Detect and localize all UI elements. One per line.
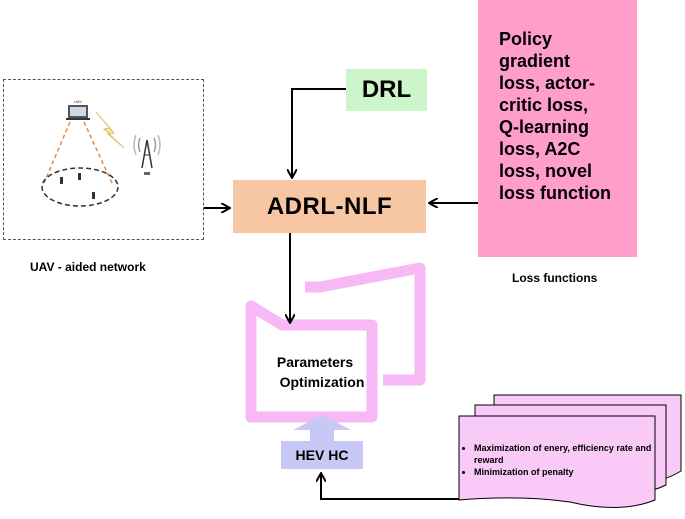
- loss-functions-label: Loss functions: [512, 271, 598, 285]
- parameters-optimization-label: Parameters Optimization: [255, 352, 375, 392]
- objectives-list: Maximization of enery, efficiency rate a…: [462, 442, 656, 478]
- coverage-ellipse: [41, 167, 119, 207]
- user-icon: [92, 192, 95, 199]
- adrl-nlf-label: ADRL-NLF: [266, 192, 393, 220]
- uav-tag: UAV: [74, 99, 82, 104]
- adrl-nlf-box: ADRL-NLF: [233, 180, 426, 233]
- uav-network-box: [3, 79, 204, 240]
- loss-line: gradient: [499, 51, 571, 71]
- arrow-pages-to-hev: [321, 474, 459, 500]
- loss-line: Policy: [499, 29, 553, 49]
- parameters-line: Parameters: [276, 354, 354, 370]
- uav-network-label: UAV - aided network: [30, 260, 146, 274]
- hev-up-arrow: [293, 415, 351, 441]
- drl-label: DRL: [361, 76, 412, 103]
- loss-functions-box: Policy gradient loss, actor- critic loss…: [478, 0, 637, 257]
- front-page: [458, 415, 656, 508]
- loss-line: loss, actor-: [499, 73, 596, 93]
- loss-line: Q-learning: [499, 117, 590, 137]
- tower-icon: [133, 134, 161, 175]
- user-icon: [60, 177, 63, 184]
- loss-line: loss, A2C: [499, 139, 581, 159]
- optimization-loop: [245, 262, 426, 423]
- optimization-line: Optimization: [279, 374, 365, 390]
- hev-hc-box: HEV HC: [281, 441, 363, 469]
- uav-drawing: [41, 105, 161, 207]
- objective-pages: [458, 394, 682, 508]
- arrow-drl-to-adrl: [292, 88, 346, 177]
- loss-line: loss, novel: [499, 161, 593, 181]
- hev-hc-label: HEV HC: [295, 447, 349, 463]
- lightning-icon: [95, 111, 125, 149]
- user-icon: [78, 173, 81, 180]
- loss-line: loss function: [499, 183, 611, 203]
- objective-item: Minimization of penalty: [474, 466, 656, 478]
- objective-item: Maximization of enery, efficiency rate a…: [474, 442, 656, 466]
- loss-line: critic loss,: [499, 95, 589, 115]
- drl-box: DRL: [346, 69, 427, 111]
